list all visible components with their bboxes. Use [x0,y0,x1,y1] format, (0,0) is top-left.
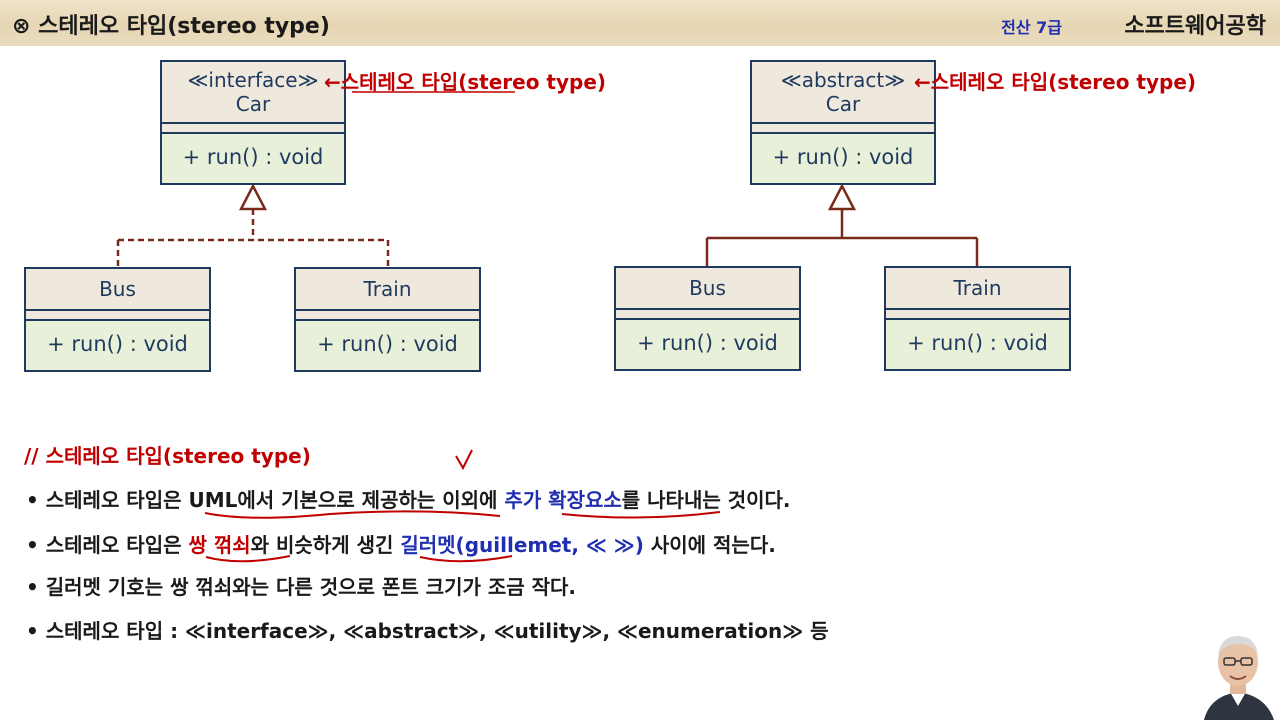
header-bar: ⊗ 스테레오 타입(stereo type) 전산 7급 소프트웨어공학 [0,0,1280,46]
class-box-abstract-car: ≪abstract≫ Car + run() : void [750,60,936,185]
operation: + run() : void [182,145,324,169]
class-box-interface-car: ≪interface≫ Car + run() : void [160,60,346,185]
stereotype-label: ≪abstract≫ [780,68,906,92]
stereotype-annotation-left: ←스테레오 타입(stereo type) [324,70,607,94]
bullet-4: • 스테레오 타입 : ≪interface≫, ≪abstract≫, ≪ut… [26,619,829,643]
right-arrowhead [827,183,857,211]
course-title: 소프트웨어공학 [1124,14,1266,39]
stereotype-label: ≪interface≫ [187,68,319,92]
bullet-1: • 스테레오 타입은 UML에서 기본으로 제공하는 이외에 추가 확장요소를 … [26,484,791,513]
bullet-1-highlight: 추가 확장요소 [504,488,622,512]
exam-label: 전산 7급 [1001,18,1062,37]
attribute-compartment [886,310,1069,320]
left-arrowhead [238,183,268,211]
right-generalization-lines [705,209,979,267]
stereotype-annotation-right: ←스테레오 타입(stereo type) [914,70,1197,94]
class-name-compartment: ≪interface≫ Car [162,62,344,124]
attribute-compartment [296,311,479,321]
presenter-avatar [1196,626,1280,720]
bullet-2-highlight-red: 쌍 꺾쇠 [188,533,251,557]
bullet-2: • 스테레오 타입은 쌍 꺾쇠와 비슷하게 생긴 길러멧(guillemet, … [26,529,776,558]
class-box-train-right: Train + run() : void [884,266,1071,371]
bullet-2-text-c: 와 비슷하게 생긴 [250,533,401,557]
attribute-compartment [162,124,344,134]
operation: + run() : void [317,332,458,356]
operation: + run() : void [47,332,188,356]
bullet-2-text-e: 사이에 적는다. [643,533,776,557]
class-name: Train [296,269,479,311]
class-name: Car [825,92,861,116]
bullet-2-text-a: • 스테레오 타입은 [26,533,189,557]
slide-title: ⊗ 스테레오 타입(stereo type) [12,14,330,39]
attribute-compartment [26,311,209,321]
class-box-train-left: Train + run() : void [294,267,481,372]
checkmark-2 [455,449,473,471]
class-name-compartment: ≪abstract≫ Car [752,62,934,124]
class-name: Car [235,92,271,116]
bullet-1-text-c: 를 나타내는 것이다. [621,488,791,512]
class-name: Train [886,268,1069,310]
operation: + run() : void [907,331,1048,355]
class-box-bus-left: Bus + run() : void [24,267,211,372]
bullet-1-text-a: • 스테레오 타입은 UML에서 기본으로 제공하는 이외에 [26,488,505,512]
class-box-bus-right: Bus + run() : void [614,266,801,371]
attribute-compartment [616,310,799,320]
class-name: Bus [26,269,209,311]
attribute-compartment [752,124,934,134]
bullet-3: • 길러멧 기호는 쌍 꺾쇠와는 다른 것으로 폰트 크기가 조금 작다. [26,575,577,599]
operation: + run() : void [637,331,778,355]
bullet-2-highlight-blue: 길러멧(guillemet, ≪ ≫) [400,533,644,557]
notes-title: // 스테레오 타입(stereo type) [24,444,311,468]
class-name: Bus [616,268,799,310]
operation: + run() : void [772,145,914,169]
left-realization-lines [116,209,390,268]
